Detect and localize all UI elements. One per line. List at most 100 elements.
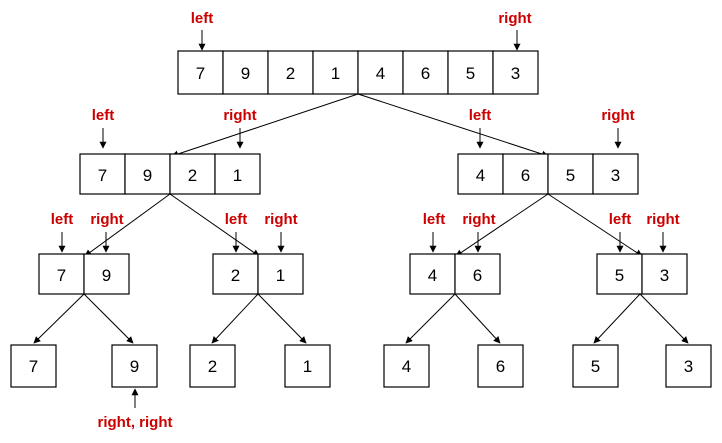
cell-value: 5 bbox=[591, 357, 600, 376]
edge-a-to-leaf2 bbox=[83, 293, 134, 344]
edge-c-to-leaf5 bbox=[405, 293, 456, 344]
cell-value: 1 bbox=[303, 357, 312, 376]
leaf-cell bbox=[284, 344, 331, 388]
pointer-arrows bbox=[58, 30, 667, 408]
pair-node-a: 7 9 bbox=[38, 253, 130, 295]
right-pointer-label: right bbox=[223, 107, 256, 124]
cell-value: 4 bbox=[476, 166, 485, 185]
left-pointer-label: left bbox=[51, 211, 74, 228]
root-array: 7 9 2 1 4 6 5 3 bbox=[177, 50, 539, 95]
array-cell bbox=[641, 253, 688, 295]
leaf-cell bbox=[383, 344, 430, 388]
cell-value: 6 bbox=[521, 166, 530, 185]
edge-root-to-right bbox=[357, 93, 549, 158]
array-cell bbox=[592, 153, 639, 195]
edge-a-to-leaf1 bbox=[33, 293, 85, 344]
cell-value: 6 bbox=[496, 357, 505, 376]
cell-value: 2 bbox=[231, 266, 240, 285]
leaf-cell bbox=[111, 344, 158, 388]
edge-root-to-left bbox=[171, 93, 359, 158]
pointer-labels: left right left right left right left ri… bbox=[51, 10, 680, 431]
array-cell bbox=[457, 153, 504, 195]
edge-right-to-c bbox=[455, 193, 549, 257]
cell-value: 9 bbox=[102, 266, 111, 285]
array-cell bbox=[38, 253, 85, 295]
array-cell bbox=[312, 50, 359, 95]
cell-value: 7 bbox=[196, 64, 205, 83]
array-cell bbox=[222, 50, 269, 95]
array-cell bbox=[447, 50, 494, 95]
leaf-cell bbox=[10, 344, 57, 388]
right-pointer-label: right bbox=[498, 10, 531, 27]
cell-value: 5 bbox=[466, 64, 475, 83]
edge-left-to-a bbox=[84, 193, 171, 257]
cell-value: 7 bbox=[29, 357, 38, 376]
edge-b-to-leaf3 bbox=[211, 293, 259, 344]
pair-node-c: 4 6 bbox=[409, 253, 501, 295]
pair-node-b: 2 1 bbox=[212, 253, 304, 295]
left-pointer-label: left bbox=[92, 107, 115, 124]
tree-edges bbox=[33, 93, 689, 344]
right-pointer-label: right bbox=[646, 211, 679, 228]
cell-value: 5 bbox=[566, 166, 575, 185]
cell-value: 3 bbox=[684, 357, 693, 376]
cell-value: 2 bbox=[208, 357, 217, 376]
edge-right-to-d bbox=[547, 193, 643, 257]
array-cell bbox=[596, 253, 643, 295]
cell-value: 3 bbox=[660, 266, 669, 285]
leaf-cell bbox=[477, 344, 524, 388]
left-pointer-label: left bbox=[225, 211, 248, 228]
cell-value: 9 bbox=[130, 357, 139, 376]
left-pointer-label: left bbox=[191, 10, 214, 27]
cell-value: 6 bbox=[473, 266, 482, 285]
right-pointer-label: right bbox=[601, 107, 634, 124]
edge-c-to-leaf6 bbox=[454, 293, 501, 344]
array-cell bbox=[124, 153, 171, 195]
array-cell bbox=[212, 253, 259, 295]
cell-value: 5 bbox=[615, 266, 624, 285]
edge-left-to-b bbox=[169, 193, 260, 257]
cell-value: 3 bbox=[511, 64, 520, 83]
edge-d-to-leaf8 bbox=[639, 293, 689, 344]
cell-value: 2 bbox=[286, 64, 295, 83]
array-cell bbox=[83, 253, 130, 295]
left-subarray: 7 9 2 1 bbox=[79, 153, 261, 195]
cell-value: 4 bbox=[428, 266, 437, 285]
leaf-cell bbox=[665, 344, 712, 388]
right-subarray: 4 6 5 3 bbox=[457, 153, 639, 195]
array-cell bbox=[214, 153, 261, 195]
left-pointer-label: left bbox=[469, 107, 492, 124]
cell-value: 6 bbox=[421, 64, 430, 83]
right-pointer-label: right bbox=[90, 211, 123, 228]
array-cell bbox=[492, 50, 539, 95]
cell-value: 4 bbox=[402, 357, 411, 376]
cell-value: 7 bbox=[98, 166, 107, 185]
cell-value: 1 bbox=[331, 64, 340, 83]
left-pointer-label: left bbox=[423, 211, 446, 228]
edge-d-to-leaf7 bbox=[593, 293, 641, 344]
array-cell bbox=[79, 153, 126, 195]
leaf-nodes: 7 9 2 1 4 6 5 3 bbox=[10, 344, 712, 388]
cell-value: 9 bbox=[143, 166, 152, 185]
array-cell bbox=[257, 253, 304, 295]
array-cell bbox=[402, 50, 449, 95]
right-pointer-label: right bbox=[462, 211, 495, 228]
cell-value: 1 bbox=[276, 266, 285, 285]
array-cell bbox=[169, 153, 216, 195]
array-cell bbox=[502, 153, 549, 195]
cell-value: 1 bbox=[233, 166, 242, 185]
cell-value: 3 bbox=[611, 166, 620, 185]
right-pointer-label: right bbox=[264, 211, 297, 228]
cell-value: 7 bbox=[57, 266, 66, 285]
cell-value: 4 bbox=[376, 64, 385, 83]
pair-node-d: 5 3 bbox=[596, 253, 688, 295]
bottom-pointer-label: right, right bbox=[98, 414, 173, 431]
edge-b-to-leaf4 bbox=[257, 293, 307, 344]
cell-value: 9 bbox=[241, 64, 250, 83]
array-cell bbox=[547, 153, 594, 195]
left-pointer-label: left bbox=[609, 211, 632, 228]
array-cell bbox=[409, 253, 456, 295]
leaf-cell bbox=[189, 344, 236, 388]
cell-value: 2 bbox=[188, 166, 197, 185]
